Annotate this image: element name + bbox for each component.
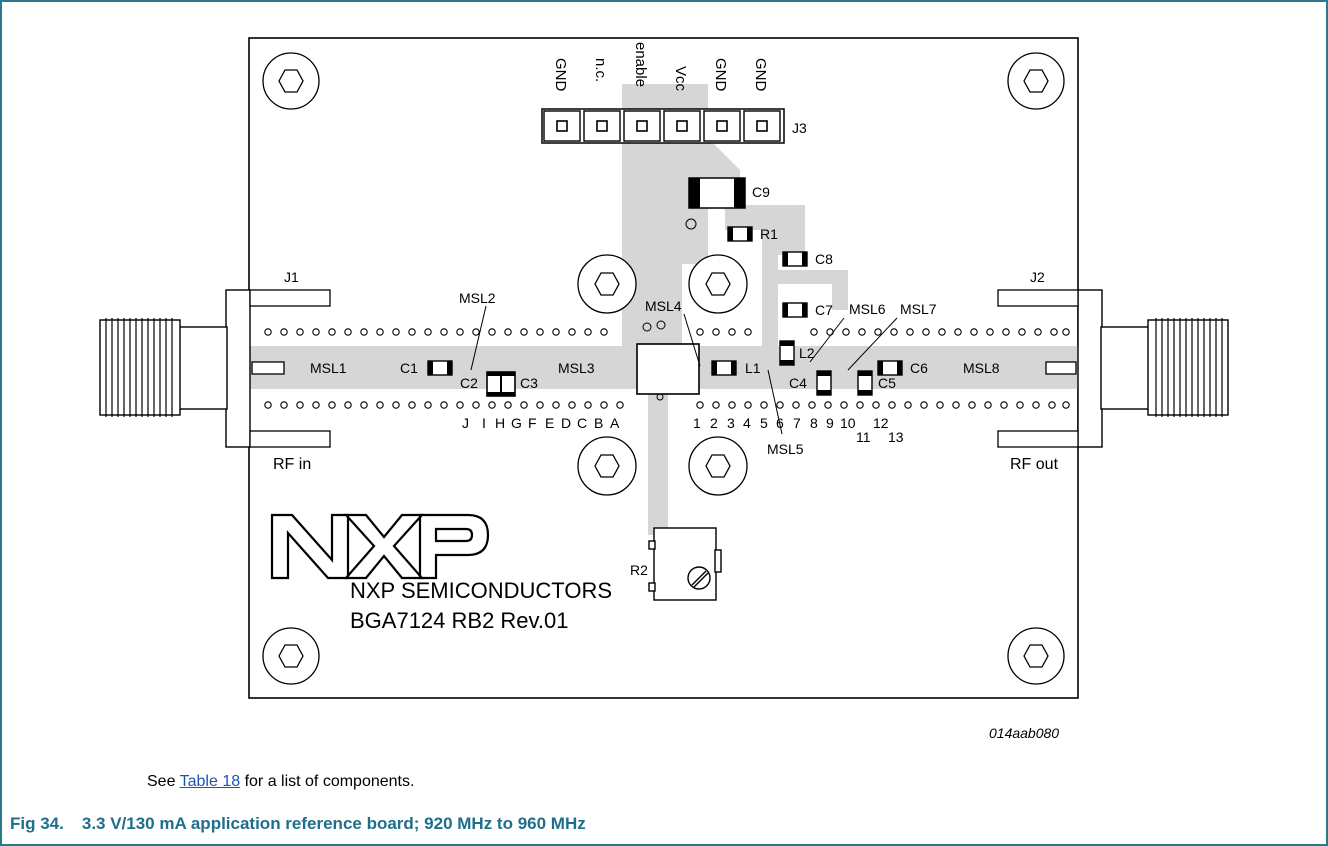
j3-pin-label: n.c. (592, 58, 609, 82)
j3-pin-label: GND (752, 58, 769, 92)
position-number: 2 (710, 415, 718, 431)
position-number: 1 (693, 415, 701, 431)
position-number: 6 (776, 415, 784, 431)
j3-pin-labels: GND n.c. enable Vcc GND GND (552, 42, 769, 92)
position-number: 5 (760, 415, 768, 431)
label-r1: R1 (760, 226, 778, 242)
board-id: BGA7124 RB2 Rev.01 (350, 608, 569, 633)
position-letter: G (511, 415, 522, 431)
label-msl6: MSL6 (849, 301, 886, 317)
label-l2: L2 (799, 345, 815, 361)
label-c3: C3 (520, 375, 538, 391)
mounting-holes (262, 52, 1065, 685)
position-number: 10 (840, 415, 856, 431)
j3-pin-label: Vcc (672, 66, 689, 92)
note-prefix: See (147, 773, 180, 790)
position-letter: B (594, 415, 603, 431)
label-msl1: MSL1 (310, 360, 347, 376)
figure-title: 3.3 V/130 mA application reference board… (81, 814, 586, 833)
sma-connector-right (1077, 289, 1229, 448)
position-number: 3 (727, 415, 735, 431)
figure-caption: Fig 34. 3.3 V/130 mA application referenc… (10, 814, 586, 834)
position-letter: D (561, 415, 571, 431)
j3-pin-label: enable (632, 42, 649, 87)
position-letter: A (610, 415, 620, 431)
note-suffix: for a list of components. (240, 773, 415, 790)
label-rf-out: RF out (1010, 456, 1059, 473)
label-msl7: MSL7 (900, 301, 937, 317)
label-c5: C5 (878, 375, 896, 391)
table-18-link[interactable]: Table 18 (179, 773, 241, 790)
label-c6: C6 (910, 360, 928, 376)
label-rf-in: RF in (273, 456, 311, 473)
position-number: 11 (856, 429, 871, 445)
label-j2: J2 (1030, 269, 1045, 285)
label-msl8: MSL8 (963, 360, 1000, 376)
label-c4: C4 (789, 375, 807, 391)
label-c9: C9 (752, 184, 770, 200)
sma-connector-left (99, 289, 251, 448)
label-c1: C1 (400, 360, 418, 376)
j3-pin-label: GND (552, 58, 569, 92)
figure-number: Fig 34. (10, 814, 64, 833)
label-r2: R2 (630, 562, 648, 578)
smd-parts (427, 226, 903, 397)
label-c7: C7 (815, 302, 833, 318)
position-letter: J (462, 415, 469, 431)
label-l1: L1 (745, 360, 761, 376)
via-rows (264, 328, 1070, 409)
label-j1: J1 (284, 269, 299, 285)
position-letter: F (528, 415, 537, 431)
component-note: See Table 18 for a list of components. (147, 773, 414, 791)
amplifier-ic (636, 343, 700, 395)
capacitor-c9 (688, 177, 746, 209)
position-number: 13 (888, 429, 904, 445)
position-letter: I (482, 415, 486, 431)
label-msl2: MSL2 (459, 290, 496, 306)
position-number: 4 (743, 415, 751, 431)
j3-pin-label: GND (712, 58, 729, 92)
position-letters: J I H G F E D C B A (462, 415, 620, 431)
trimmer-r2 (648, 527, 722, 601)
label-c2: C2 (460, 375, 478, 391)
figure-id: 014aab080 (989, 725, 1059, 741)
label-msl3: MSL3 (558, 360, 595, 376)
board-company: NXP SEMICONDUCTORS (350, 578, 612, 603)
label-msl5: MSL5 (767, 441, 804, 457)
position-letter: H (495, 415, 505, 431)
nxp-logo (270, 513, 490, 580)
position-number: 12 (873, 415, 889, 431)
position-letter: E (545, 415, 554, 431)
label-msl4: MSL4 (645, 298, 682, 314)
position-number: 8 (810, 415, 818, 431)
j3-label: J3 (792, 120, 807, 136)
position-number: 9 (826, 415, 834, 431)
connector-j3 (541, 108, 785, 144)
label-c8: C8 (815, 251, 833, 267)
position-number: 7 (793, 415, 801, 431)
position-numbers: 1 2 3 4 5 6 7 8 9 10 11 12 13 (693, 415, 904, 445)
position-letter: C (577, 415, 587, 431)
